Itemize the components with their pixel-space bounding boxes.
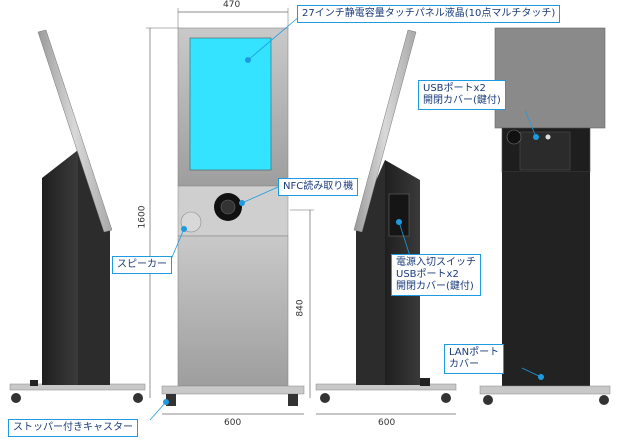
caster-icon — [599, 395, 609, 405]
caster-icon — [320, 393, 330, 403]
caster-icon — [441, 393, 451, 403]
callout-line: 電源入切スイッチ — [396, 257, 476, 268]
switch-panel — [388, 193, 410, 237]
left-side-view — [9, 29, 146, 403]
callout-lan: LANポート カバー — [444, 344, 505, 374]
callout-nfc: NFC読み取り機 — [278, 178, 359, 196]
callout-line: 開閉カバー(鍵付) — [396, 281, 474, 292]
callout-line: USBポートx2 — [396, 269, 459, 280]
touch-screen — [189, 37, 272, 171]
callout-casters: ストッパー付きキャスター — [8, 419, 138, 437]
callout-power-switch: 電源入切スイッチ USBポートx2 開閉カバー(鍵付) — [391, 254, 481, 296]
callout-line: 開閉カバー(鍵付) — [423, 95, 501, 106]
callout-line: USBポートx2 — [423, 83, 486, 94]
callout-touch-panel: 27インチ静電容量タッチパネル液晶(10点マルチタッチ) — [297, 5, 561, 23]
dim-height-total: 1600 — [137, 205, 148, 229]
callout-line: LANポート — [449, 347, 500, 358]
caster-icon — [11, 393, 21, 403]
caster-icon — [483, 395, 493, 405]
dim-top-width: 470 — [223, 0, 241, 10]
callout-line: カバー — [449, 359, 479, 370]
dim-height-lower: 840 — [295, 299, 306, 317]
callout-usb-back: USBポートx2 開閉カバー(鍵付) — [418, 80, 506, 110]
dim-base-side: 600 — [378, 418, 396, 428]
dim-base-front: 600 — [224, 418, 242, 428]
back-view — [479, 27, 611, 405]
front-view — [146, 8, 314, 421]
callout-speaker: スピーカー — [112, 256, 172, 274]
caster-icon — [133, 393, 143, 403]
